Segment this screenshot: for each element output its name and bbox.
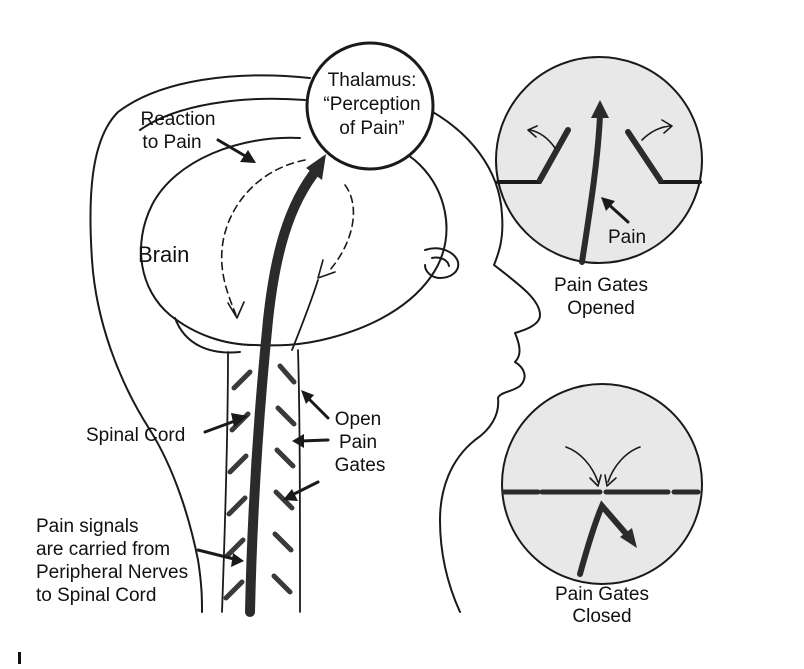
pain-signals-line2: are carried from [36,539,170,560]
gates-opened-swing-right [641,125,671,141]
reaction-label-line1: Reaction [141,109,216,130]
gates-closed-arrow-right-head [604,474,617,487]
reaction-pointer-arrowhead [240,150,256,163]
thalamus-label-line2: “Perception [323,94,420,115]
pain-signals-pointer-arrow [196,548,240,562]
spinal-cord-left-edge [221,351,229,613]
thalamus-circle [305,41,435,171]
spinal-cord-pointer-arrowhead [231,413,248,427]
open-gates-arrowhead-2 [292,434,304,448]
inset-pain-gates-closed: Pain Gates Closed [501,383,703,627]
spinal-cord-label: Spinal Cord [86,425,185,446]
brain-stem-outline [291,279,319,351]
thalamus: Thalamus: “Perception of Pain” [305,41,435,171]
thalamus-label-line1: Thalamus: [328,70,417,91]
open-gates-arrow-2 [298,438,330,443]
thalamus-label-line3: of Pain” [339,118,404,139]
reaction-path-right [329,184,355,271]
gates-opened-flap-right [625,129,663,183]
inset-pain-gates-opened: Pain Pain Gates Opened [495,56,703,319]
spinal-cord-right-edge [297,349,301,613]
reaction-arrow-right [317,259,336,279]
pain-signals-line1: Pain signals [36,516,138,537]
gates-closed-signal-arrowhead [620,528,637,548]
gates-opened-flap-left [537,127,571,183]
ascending-pain-nerve [245,163,323,617]
gates-closed-arrow-right [607,446,641,483]
spinal-cord [221,154,326,617]
gates-closed-caption-line2: Closed [572,606,631,627]
gates-closed-caption-line1: Pain Gates [555,584,649,605]
pain-signals-line3: Peripheral Nerves [36,562,188,583]
label-reaction-to-pain: Reaction to Pain [141,109,256,163]
pain-signals-line4: to Spinal Cord [36,585,156,606]
reaction-arrow-left [227,301,245,319]
pain-signals-pointer-arrowhead [231,553,244,567]
gates-opened-pain-signal [579,112,603,265]
cerebellum-outline [174,317,241,354]
gates-closed-circle [501,383,703,585]
gates-opened-signal-arrowhead [591,100,609,118]
gate-chevrons-right [271,363,297,595]
open-gates-label-line3: Gates [335,455,386,476]
gates-opened-caption-line2: Opened [567,298,635,319]
gates-closed-arrow-left [565,446,599,483]
label-spinal-cord: Spinal Cord [86,413,248,446]
gates-opened-pain-pointer-head [601,197,615,211]
nerve-arrowhead [306,154,326,180]
open-gates-label-line1: Open [335,409,381,430]
gates-closed-arrow-left-head [589,474,602,487]
label-pain-signals: Pain signals are carried from Peripheral… [36,516,244,606]
edge-mark [18,652,21,664]
open-gates-label-line2: Pain [339,432,377,453]
head-outline [89,74,541,613]
open-gates-arrowhead-1 [301,390,314,404]
reaction-label-line2: to Pain [142,132,201,153]
brain-label: Brain [138,242,189,267]
gates-opened-pain-label: Pain [608,227,646,248]
gates-closed-blocked-signal [577,500,631,577]
open-gates-arrow-3 [288,480,320,498]
label-open-pain-gates: Open Pain Gates [283,390,385,501]
open-gates-arrowhead-3 [283,489,298,501]
gates-opened-swing-right-head [661,119,673,134]
gates-opened-caption-line1: Pain Gates [554,275,648,296]
gates-opened-swing-left-head [527,125,538,138]
gates-opened-swing-left [529,129,556,149]
reaction-path-left [220,159,306,316]
